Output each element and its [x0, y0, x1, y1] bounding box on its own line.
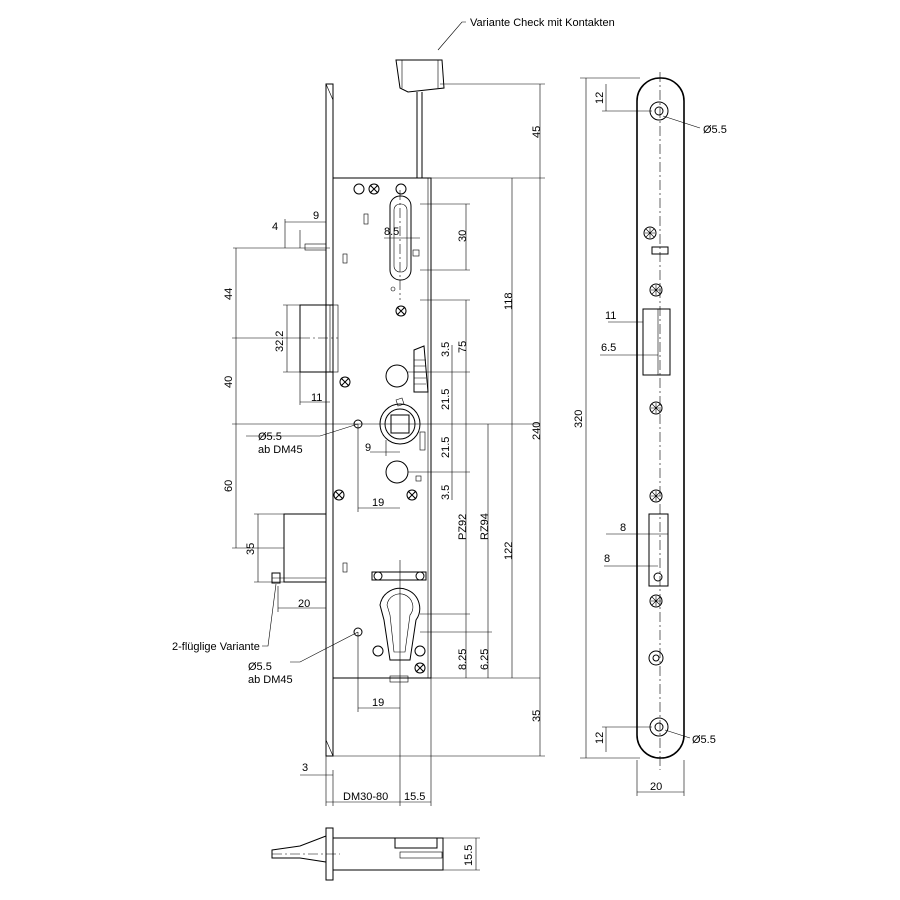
screw-icon: [395, 305, 407, 317]
dim-9-mid: 9: [365, 442, 371, 454]
dim-240: 240: [531, 422, 543, 440]
case-top-view: [332, 837, 444, 871]
dim-15-5-bottom: 15.5: [463, 845, 475, 866]
label-hole-2b: ab DM45: [248, 674, 293, 686]
dim-40: 40: [223, 376, 235, 388]
dim-8-5: 8.5: [384, 226, 399, 238]
dim-3-5-b: 3.5: [440, 485, 452, 500]
dim-30: 30: [457, 230, 469, 242]
faceplate-outline: [636, 77, 685, 759]
dim-rz94: RZ94: [479, 513, 491, 540]
screw-icon: [406, 489, 418, 501]
label-hole-1a: Ø5.5: [258, 431, 282, 443]
dim-21-5-a: 21.5: [440, 389, 452, 410]
dim-11-fp: 11: [605, 310, 616, 322]
dim-9-top: 9: [313, 210, 319, 222]
dim-32-2: 32.2: [274, 331, 286, 352]
label-fp-hole-top: Ø5.5: [703, 124, 727, 136]
dim-8-b: 8: [604, 553, 610, 565]
bolt-bar: [371, 571, 427, 581]
faceplate-strip: [325, 83, 334, 757]
screw-icon: [649, 283, 663, 297]
annotation-labels: Variante Check mit Kontakten 2-flüglige …: [172, 17, 727, 866]
latch-bolt: [299, 304, 334, 373]
ratchet-bolt: [413, 345, 429, 393]
dim-35-right: 35: [531, 710, 543, 722]
mounting-hole-top: [649, 101, 669, 121]
dim-8-25: 8.25: [457, 649, 469, 670]
dim-dm: DM30-80: [343, 791, 388, 803]
trigger-slot: [385, 364, 409, 388]
dim-320: 320: [573, 410, 585, 428]
dim-19-b: 19: [372, 697, 384, 709]
dim-60: 60: [223, 480, 235, 492]
dim-11-left: 11: [311, 392, 322, 404]
dim-75: 75: [457, 341, 469, 353]
mounting-hole-bottom: [649, 717, 669, 737]
dim-45: 45: [531, 126, 543, 138]
dim-8-a: 8: [620, 522, 626, 534]
label-two-leaf: 2-flüglige Variante: [172, 641, 260, 653]
dim-pz92: PZ92: [457, 514, 469, 540]
contact-plug: [395, 59, 445, 93]
screw-icon: [649, 594, 663, 608]
screw-icon: [414, 662, 426, 674]
label-hole-1b: ab DM45: [258, 444, 303, 456]
dim-35-left: 35: [245, 543, 257, 555]
trigger-slot: [385, 460, 409, 484]
dim-3-5-a: 3.5: [440, 342, 452, 357]
dim-21-5-b: 21.5: [440, 437, 452, 458]
dim-6-25: 6.25: [479, 649, 491, 670]
dim-20-fp: 20: [650, 781, 662, 793]
cylinder-hole: [648, 650, 664, 666]
dim-6-5: 6.5: [601, 342, 616, 354]
dim-4: 4: [272, 221, 278, 233]
dim-15-5: 15.5: [404, 791, 425, 803]
dim-12-top: 12: [594, 92, 606, 104]
screw-icon: [643, 226, 657, 240]
dim-122: 122: [503, 542, 515, 560]
screw-icon: [368, 183, 380, 195]
dim-20-left: 20: [298, 598, 310, 610]
dimension-lines: [232, 21, 545, 806]
dim-3: 3: [302, 762, 308, 774]
dead-bolt: [283, 513, 327, 583]
cylinder-cutout: [379, 587, 421, 661]
dim-44: 44: [223, 288, 235, 300]
dim-12-bottom: 12: [594, 732, 606, 744]
screw-icon: [333, 489, 345, 501]
screw-icon: [339, 376, 351, 388]
label-variant-check: Variante Check mit Kontakten: [470, 17, 615, 29]
lock-case: [332, 177, 432, 679]
bolt-top-view: [271, 835, 327, 863]
lock-top-view: [271, 827, 480, 881]
faceplate-front-view: [580, 72, 701, 796]
screw-icon: [649, 489, 663, 503]
dim-19-a: 19: [372, 497, 384, 509]
screw-icon: [649, 401, 663, 415]
latch-opening: [642, 308, 671, 376]
label-hole-2a: Ø5.5: [248, 661, 272, 673]
dim-118: 118: [503, 292, 515, 310]
label-fp-hole-bottom: Ø5.5: [692, 734, 716, 746]
bolt-opening: [648, 513, 669, 587]
